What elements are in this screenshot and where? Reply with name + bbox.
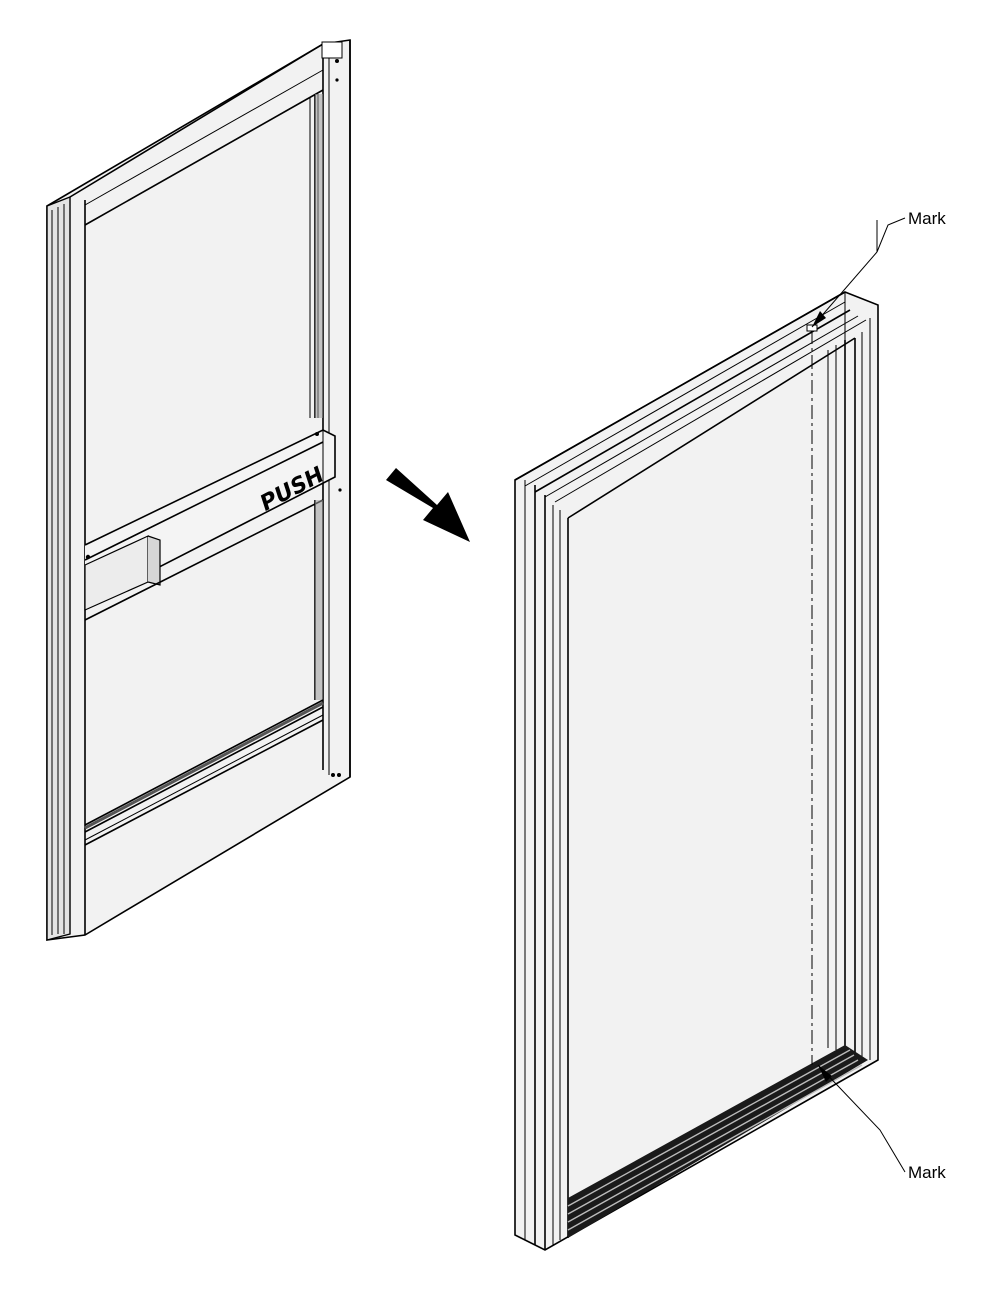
- direction-arrow: [386, 468, 470, 542]
- mark-label-bottom: Mark: [908, 1163, 946, 1182]
- mark-label-top: Mark: [908, 209, 946, 228]
- door: PUSH: [46, 39, 351, 941]
- mark-callout-top: Mark: [811, 209, 946, 328]
- mark-callout-bottom: Mark: [817, 1064, 946, 1182]
- door-frame: [514, 291, 879, 1251]
